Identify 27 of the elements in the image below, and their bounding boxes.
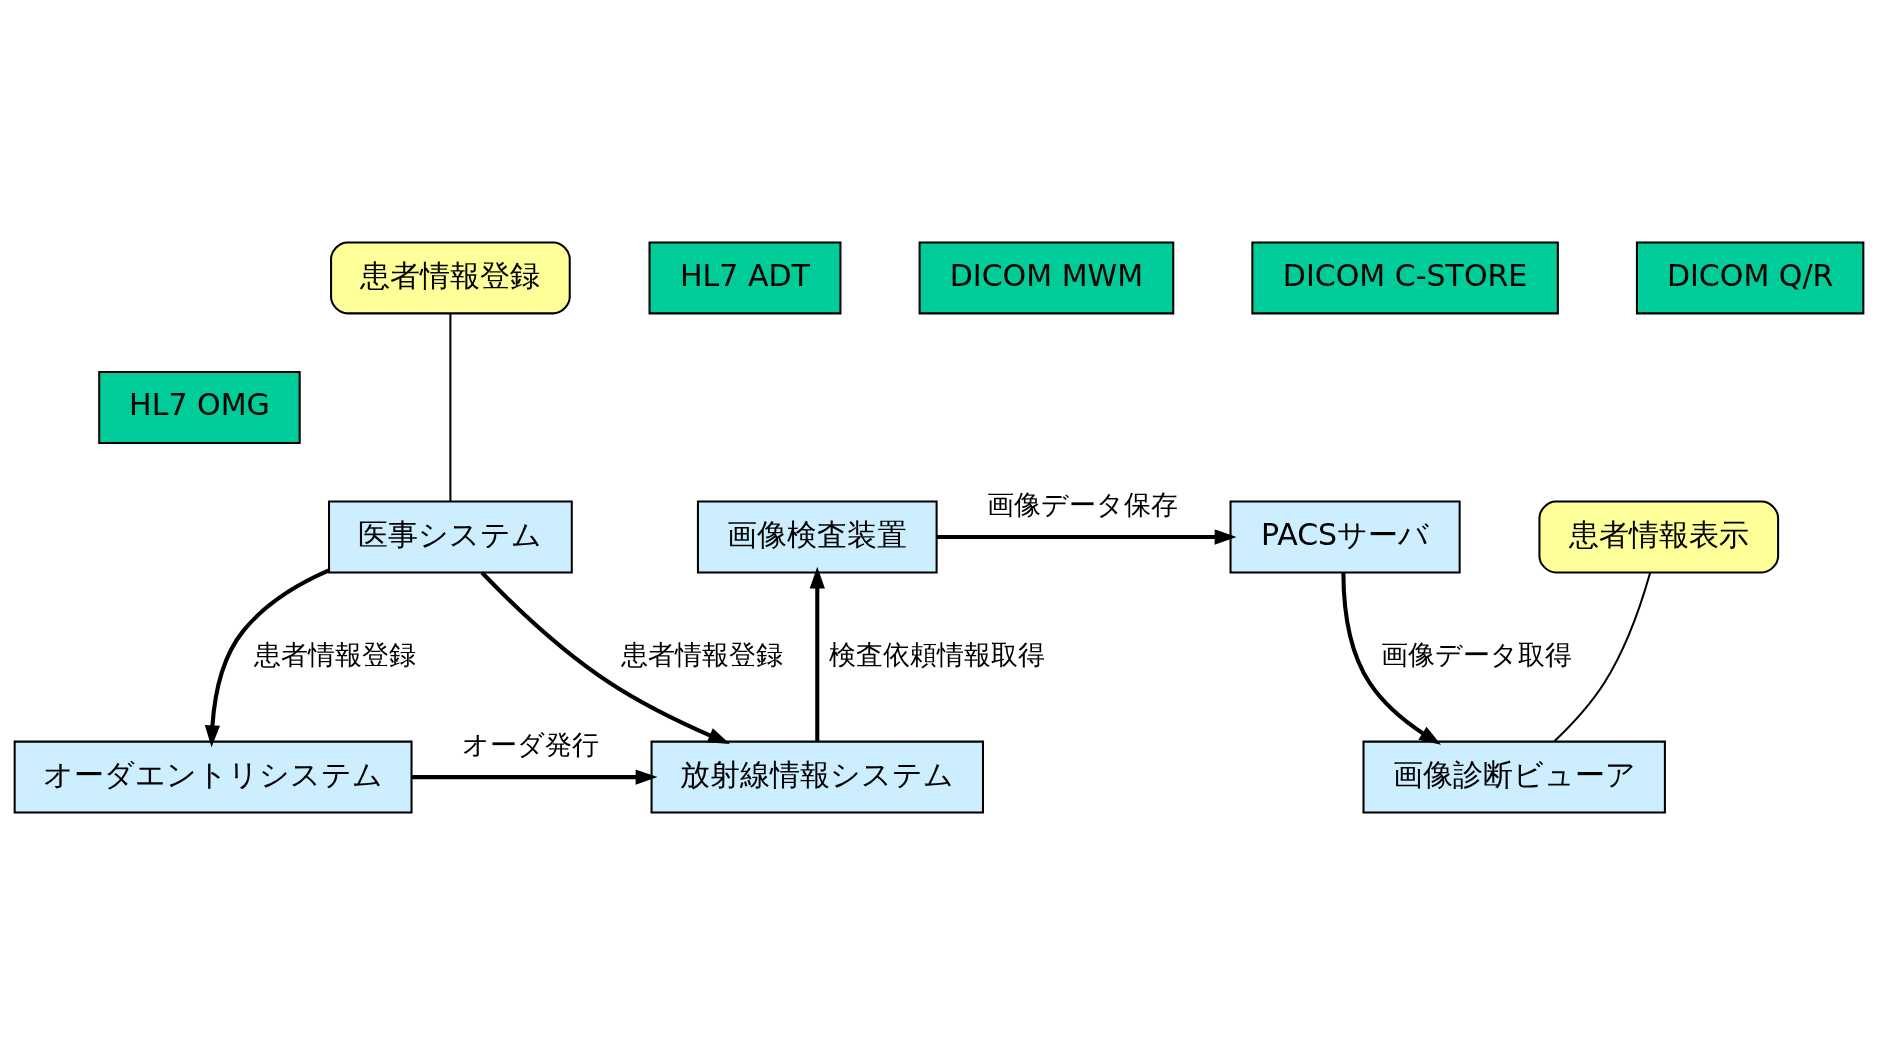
node-box: 画像診断ビューア	[1362, 740, 1666, 814]
node-box: 放射線情報システム	[650, 740, 984, 814]
edge-label: 画像データ取得	[1380, 638, 1572, 670]
edge-label: 患者情報登録	[620, 638, 783, 670]
edge-label: オーダ発行	[461, 728, 599, 760]
node-box: 患者情報表示	[1538, 500, 1780, 574]
arrow	[1341, 572, 1442, 745]
node-box: HL7 ADT	[648, 240, 842, 314]
node-box: 患者情報登録	[330, 240, 571, 314]
node-box: DICOM Q/R	[1635, 240, 1865, 314]
connector	[1553, 572, 1652, 742]
node-box: DICOM MWM	[918, 240, 1175, 314]
arrow	[204, 568, 330, 747]
edge-label: 患者情報登録	[254, 638, 417, 670]
node-box: オーダエントリシステム	[13, 740, 413, 814]
node-box: 医事システム	[328, 500, 573, 574]
node-box: HL7 OMG	[98, 370, 301, 444]
arrow	[480, 570, 730, 744]
node-box: PACSサーバ	[1229, 500, 1461, 574]
node-box: DICOM C-STORE	[1251, 240, 1559, 314]
arrow	[937, 528, 1237, 545]
edge-label: 検査依頼情報取得	[828, 638, 1045, 670]
arrow	[809, 566, 825, 742]
edge-label: 画像データ保存	[986, 488, 1178, 520]
arrow	[411, 768, 658, 785]
node-box: 画像検査装置	[696, 500, 938, 574]
connector	[449, 313, 452, 501]
